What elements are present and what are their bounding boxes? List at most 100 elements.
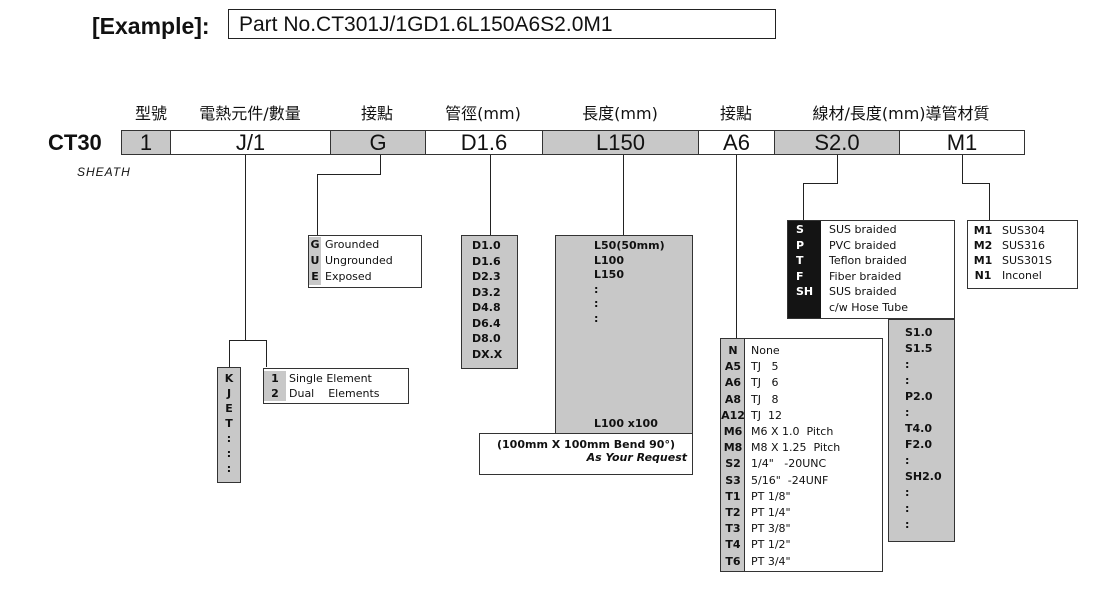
wire-length-item: P2.0 — [905, 390, 933, 403]
length-note: (100mm X 100mm Bend 90°) — [497, 438, 675, 451]
length-item: : — [594, 311, 599, 325]
connector-row-code: T1 — [725, 489, 741, 503]
connector-row-label: 1/4" -20UNC — [751, 457, 827, 471]
connector-row-code: A8 — [724, 392, 742, 406]
connector-row: M6 M6 X 1.0 Pitch — [721, 424, 840, 440]
header-wire-material: 線材/長度(mm)導管材質 — [812, 104, 990, 123]
junction-row-code: G — [309, 237, 321, 253]
example-label: [Example]: — [92, 13, 210, 39]
junction-row-code: U — [309, 253, 321, 269]
element-type-code: T — [225, 417, 233, 430]
connector-row-code: A12 — [721, 408, 745, 422]
connector-row-code: T3 — [725, 522, 741, 536]
wire-length-item: : — [905, 358, 910, 371]
wire-length-item: : — [905, 454, 910, 467]
wire-row: P PVC braided — [788, 238, 908, 254]
diameter-item: D4.8 — [472, 301, 501, 314]
wire-row-label: Fiber braided — [829, 269, 902, 283]
element-type-code: K — [224, 372, 234, 385]
length-request: As Your Request — [586, 451, 687, 464]
connector-row-code: M8 — [723, 441, 743, 455]
length-item: : — [594, 297, 599, 310]
wire-row: SH SUS braided c/w Hose Tube — [788, 284, 908, 315]
wire-row-label: SUS braided — [829, 223, 897, 236]
connector-row-label: PT 3/4" — [751, 554, 791, 568]
element-type-code: J — [226, 387, 232, 400]
material-row-label: SUS301S — [1002, 254, 1052, 267]
connector-row-label: None — [751, 344, 780, 357]
connector-row-code: T6 — [725, 554, 741, 568]
example-part-number: Part No.CT301J/1GD1.6L150A6S2.0M1 — [228, 9, 776, 39]
wire-row-code: S — [796, 223, 804, 236]
connector-row-label: M8 X 1.25 Pitch — [751, 441, 841, 455]
wire-row-code: T — [796, 254, 804, 268]
connector-row-code: M6 — [723, 425, 743, 439]
wire-length-item: : — [905, 486, 910, 499]
diameter-item: D2.3 — [472, 270, 501, 283]
wire-row-label: SUS braided c/w Hose Tube — [829, 285, 909, 314]
connector-row: A8 TJ 8 — [721, 392, 840, 408]
wire-length-item: F2.0 — [905, 438, 933, 451]
sheath-label: SHEATH — [77, 165, 131, 179]
wire-row-code: SH — [796, 285, 814, 299]
segment-diameter: D1.6 — [425, 130, 543, 155]
header-element-qty: 電熱元件/數量 — [199, 104, 301, 123]
wire-row-label: PVC braided — [829, 238, 897, 252]
length-note-box: (100mm X 100mm Bend 90°) As Your Request — [479, 433, 693, 475]
wire-length-item: : — [905, 374, 910, 387]
length-item: L100 — [594, 253, 624, 267]
connector-row-label: M6 X 1.0 Pitch — [751, 425, 834, 439]
connector-row: M8 M8 X 1.25 Pitch — [721, 440, 841, 456]
connector-row-label: PT 1/4" — [751, 506, 791, 520]
segment-connector: A6 — [698, 130, 775, 155]
header-length: 長度(mm) — [582, 104, 658, 123]
segment-wire: S2.0 — [774, 130, 900, 155]
qty-row-code: 2 — [264, 386, 286, 401]
wire-row: S SUS braided — [788, 222, 908, 238]
segment-length: L150 — [542, 130, 699, 155]
connector-row: T3 PT 3/8" — [721, 521, 840, 537]
junction-row-code: E — [309, 269, 321, 285]
length-bend: L100 x100 — [594, 417, 658, 430]
wire-length-item: S1.0 — [905, 326, 933, 339]
connector-row-label: TJ 8 — [751, 392, 779, 406]
connector-row-label: TJ 6 — [751, 376, 779, 390]
wire-row-code: P — [796, 238, 805, 252]
connector-row-code: S2 — [725, 457, 741, 471]
connector-row-label: PT 3/8" — [751, 522, 791, 536]
element-type-code: : — [226, 432, 232, 445]
material-row-code: M2 — [973, 239, 993, 252]
length-item: L150 — [594, 268, 624, 281]
material-row-code: M1 — [973, 224, 993, 237]
connector-row-label: PT 1/2" — [751, 538, 791, 552]
diameter-item: D6.4 — [472, 316, 501, 330]
connector-row-code: N — [728, 344, 738, 357]
segment-model: 1 — [121, 130, 171, 155]
connector-row-code: S3 — [725, 473, 741, 487]
diameter-item: D8.0 — [472, 332, 501, 345]
wire-length-item: T4.0 — [905, 422, 932, 435]
material-row-label: Inconel — [1002, 269, 1042, 282]
wire-length-item: S1.5 — [905, 342, 933, 355]
header-junction: 接點 — [360, 104, 393, 123]
length-item: : — [594, 282, 599, 296]
